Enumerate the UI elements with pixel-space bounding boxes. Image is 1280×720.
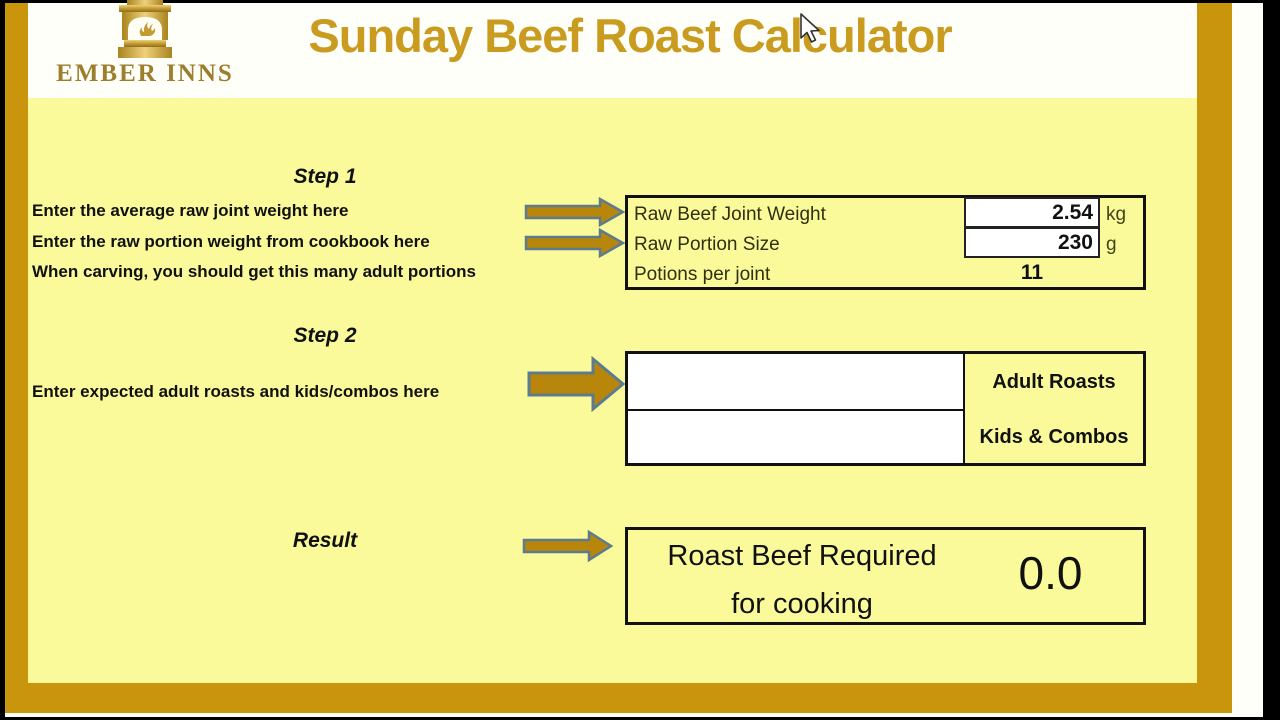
raw-joint-weight-label: Raw Beef Joint Weight [634, 204, 826, 225]
right-block-arrow-icon [524, 227, 626, 263]
right-block-arrow-icon [524, 196, 626, 232]
fireplace-icon [105, 0, 185, 60]
adult-roasts-input[interactable] [628, 354, 965, 411]
step1-table: Raw Beef Joint Weight Raw Portion Size P… [625, 195, 1146, 290]
result-label-line2: for cooking [731, 588, 873, 620]
step1-instruction-1: Enter the average raw joint weight here [32, 201, 349, 220]
adult-roasts-label: Adult Roasts [992, 371, 1116, 393]
step2-instruction: Enter expected adult roasts and kids/com… [32, 382, 440, 401]
right-block-arrow-icon [527, 355, 626, 417]
kg-unit-label: kg [1106, 204, 1127, 225]
page-title: Sunday Beef Roast Calculator [308, 9, 952, 62]
step1-heading: Step 1 [293, 165, 357, 188]
g-unit-label: g [1106, 234, 1117, 255]
raw-portion-size-input[interactable]: 230 [964, 227, 1100, 258]
mouse-cursor-icon [798, 12, 822, 46]
result-label-line1: Roast Beef Required [667, 540, 937, 572]
right-block-arrow-icon [522, 529, 614, 568]
gold-frame-right [1197, 3, 1232, 713]
step1-instruction-2: Enter the raw portion weight from cookbo… [32, 232, 430, 251]
ember-inns-logo: EMBER INNS [40, 0, 250, 98]
kids-combos-label: Kids & Combos [979, 426, 1129, 448]
result-box: Roast Beef Required for cooking 0.0 [625, 527, 1146, 625]
kids-combos-input[interactable] [628, 411, 965, 463]
raw-portion-size-label: Raw Portion Size [634, 234, 780, 255]
raw-joint-weight-input[interactable]: 2.54 [964, 197, 1100, 228]
brand-name: EMBER INNS [56, 60, 234, 87]
step2-heading: Step 2 [293, 324, 357, 347]
portions-per-joint-value: 11 [1020, 261, 1044, 284]
gold-frame-left [5, 3, 28, 713]
result-heading: Result [292, 529, 358, 552]
portions-per-joint-label: Potions per joint [634, 264, 771, 285]
gold-frame-bottom [5, 683, 1232, 713]
result-value: 0.0 [1018, 547, 1083, 599]
step2-table: Adult Roasts Kids & Combos [625, 351, 1146, 466]
step1-instruction-3: When carving, you should get this many a… [32, 262, 476, 281]
